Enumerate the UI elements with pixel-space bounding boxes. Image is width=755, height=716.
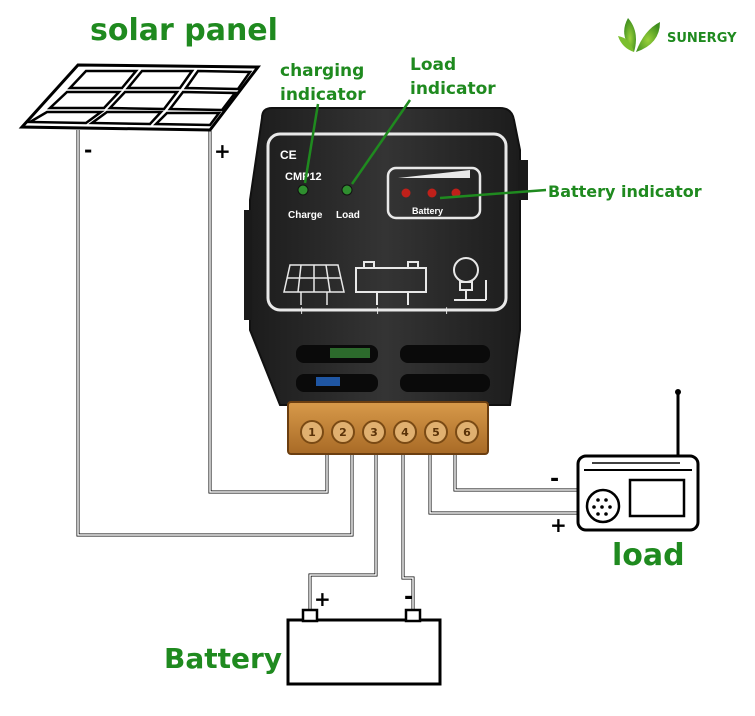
bulb-symbol-icon: [453, 257, 487, 301]
battery-led-1: [401, 188, 411, 198]
callout-lines: [303, 99, 547, 200]
terminal-screw-6: [455, 420, 479, 444]
battery-led-label: Battery: [412, 206, 443, 216]
terminal-number-1: 1: [308, 426, 316, 439]
terminal-number-3: 3: [370, 426, 378, 439]
terminal-number-5: 5: [432, 426, 440, 439]
charge-controller: CE CMP12 Charge Load Battery + - +: [244, 107, 528, 455]
solar-symbol-icon: [283, 264, 345, 305]
charge-led: [297, 184, 309, 196]
load-led: [341, 184, 353, 196]
battery-minus-sign: -: [404, 585, 413, 610]
battery-label: Battery: [164, 642, 282, 675]
charging-indicator-label-2: indicator: [280, 85, 366, 105]
battery-led-2: [427, 188, 437, 198]
battery-symbol-icon: [355, 261, 427, 305]
load-minus-mark: -: [482, 304, 486, 317]
battery-plus-mark: +: [373, 304, 382, 317]
load-led-label: Load: [336, 210, 360, 221]
terminal-screw-2: [331, 420, 355, 444]
terminal-screw-3: [362, 420, 386, 444]
battery-minus-mark: -: [405, 304, 409, 317]
vent-slots: [296, 345, 490, 392]
sunergy-logo: SUNERGY: [618, 18, 737, 52]
load-indicator-label-1: Load: [410, 55, 456, 75]
solar-plus-sign: +: [214, 139, 231, 163]
model-label: CMP12: [285, 171, 322, 183]
battery-plus-sign: +: [314, 587, 331, 611]
load-plus-mark: +: [442, 304, 451, 317]
charge-led-label: Charge: [288, 210, 323, 221]
solar-minus-sign: -: [84, 138, 92, 162]
load-label: load: [612, 538, 685, 573]
charging-indicator-label-1: charging: [280, 61, 364, 81]
load-indicator-label-2: indicator: [410, 79, 496, 99]
solar-panel-icon: [18, 63, 262, 132]
terminal-number-6: 6: [463, 426, 471, 439]
solar-minus-mark: -: [324, 304, 328, 317]
ce-mark: CE: [280, 148, 297, 162]
terminal-number-4: 4: [401, 426, 409, 439]
battery-icon: [286, 608, 442, 686]
brand-name: SUNERGY: [667, 31, 737, 46]
radio-load-icon: [576, 389, 700, 532]
wires: [76, 130, 578, 612]
battery-led-3: [451, 188, 461, 198]
solar-plus-mark: +: [297, 304, 306, 317]
load-plus-sign: +: [550, 513, 567, 537]
terminal-screw-1: [300, 420, 324, 444]
load-minus-sign: -: [550, 467, 559, 492]
terminal-screw-5: [424, 420, 448, 444]
battery-indicator-label: Battery indicator: [548, 182, 702, 201]
solar-panel-label: solar panel: [90, 13, 278, 48]
terminal-screw-4: [393, 420, 417, 444]
terminal-number-2: 2: [339, 426, 347, 439]
